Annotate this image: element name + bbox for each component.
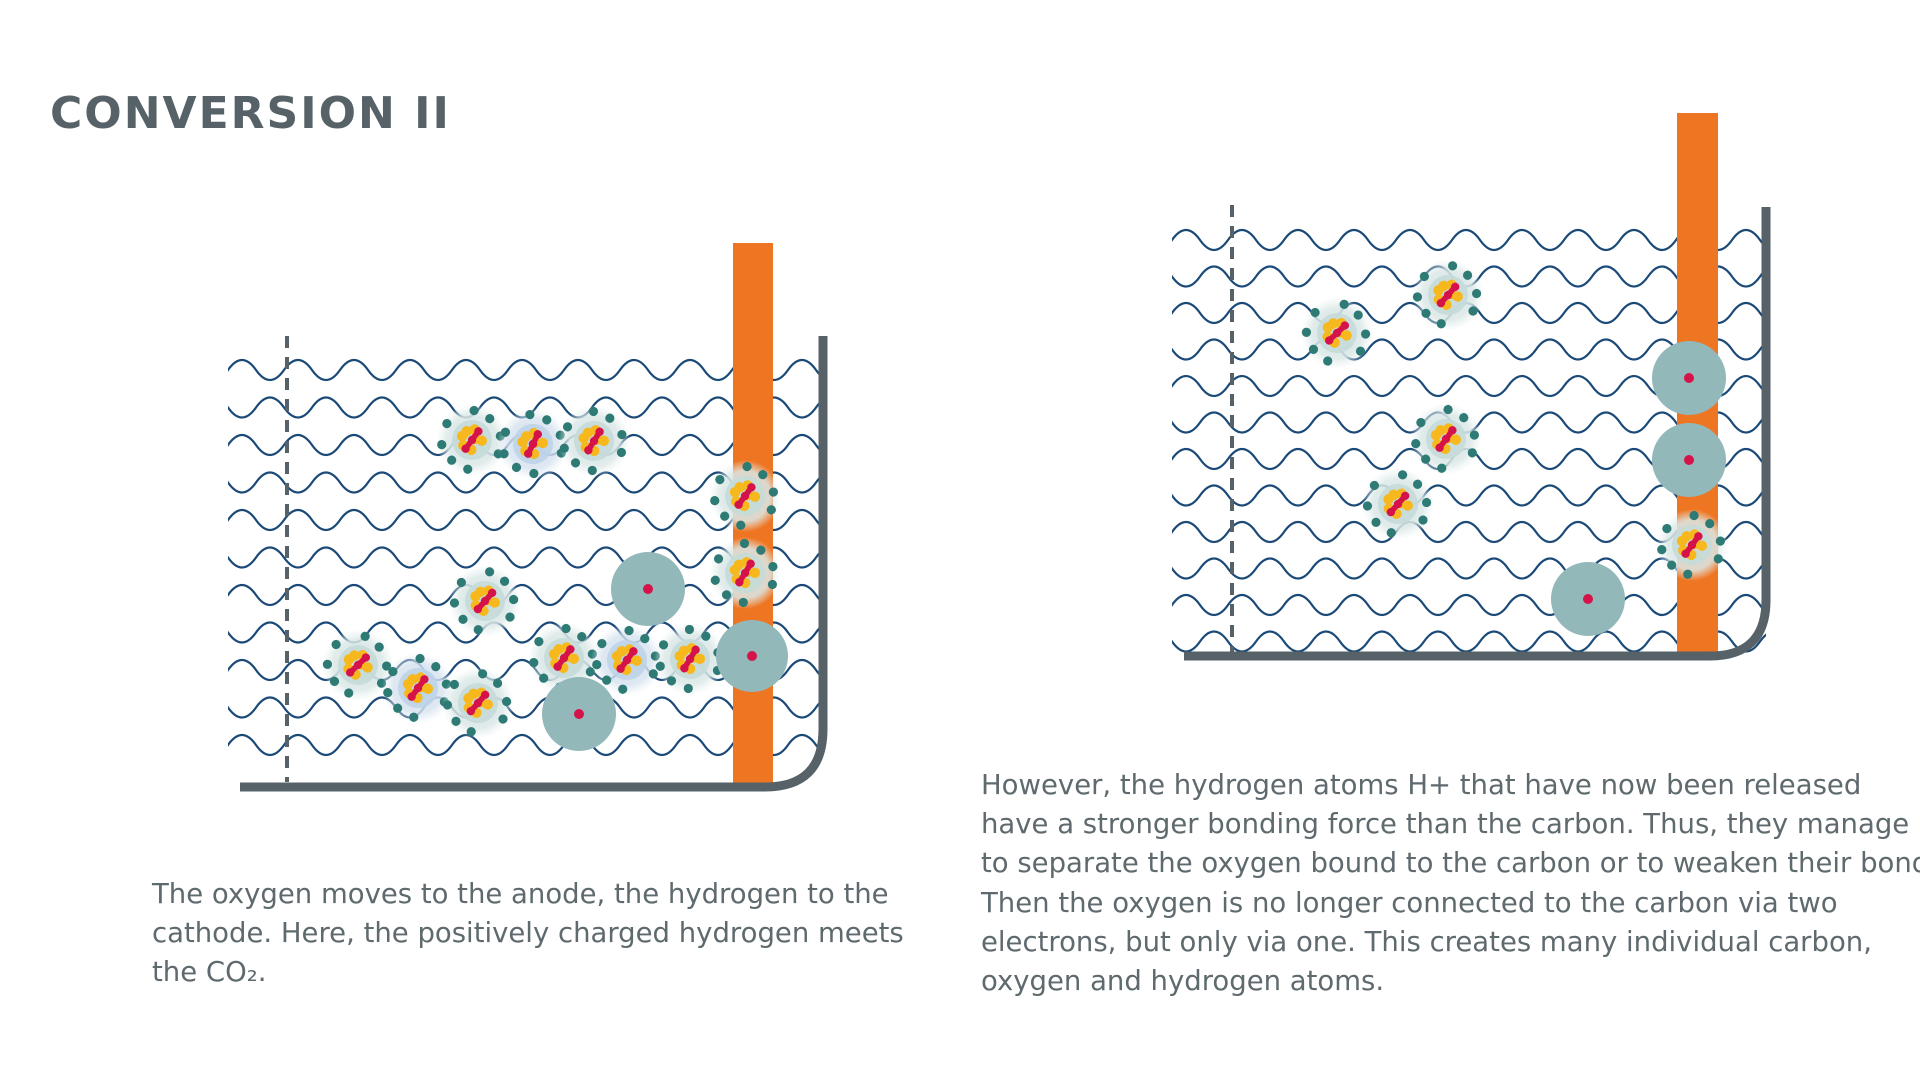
water-wave-line [1116, 522, 1844, 542]
ion-core [1684, 373, 1694, 383]
co2-molecule [1354, 460, 1442, 548]
left-panel-diagram [172, 243, 928, 787]
ion-core [574, 709, 584, 719]
ion-particle [716, 620, 788, 692]
caption-line: electrons, but only via one. This create… [981, 923, 1920, 962]
co2-molecule [1646, 499, 1738, 591]
co2-molecule [1400, 393, 1492, 485]
ion-core [747, 651, 757, 661]
caption-line: have a stronger bonding force than the c… [981, 805, 1920, 844]
water-wave-line [172, 510, 900, 530]
ion-particle [1551, 562, 1625, 636]
ion-core [643, 584, 653, 594]
water-wave-line [172, 735, 900, 755]
ion-particle [1652, 341, 1726, 415]
caption-line: oxygen and hydrogen atoms. [981, 962, 1920, 1001]
caption-line: The oxygen moves to the anode, the hydro… [152, 875, 904, 914]
ion-core [1583, 594, 1593, 604]
water-wave-line [1116, 595, 1844, 615]
co2-molecule [697, 525, 793, 621]
co2-molecule [441, 557, 529, 645]
co2-molecule [546, 393, 642, 489]
caption-right: However, the hydrogen atoms H+ that have… [981, 766, 1920, 1001]
caption-line: the CO₂. [152, 953, 904, 992]
water-waves [1116, 230, 1872, 652]
ion-particle [542, 677, 616, 751]
water-wave-line [1116, 230, 1844, 250]
ion-core [1684, 455, 1694, 465]
ion-particle [611, 552, 685, 626]
water-wave-line [1116, 449, 1844, 469]
water-wave-line [172, 585, 900, 605]
right-panel-diagram [1116, 113, 1872, 656]
caption-line: cathode. Here, the positively charged hy… [152, 914, 904, 953]
caption-left: The oxygen moves to the anode, the hydro… [152, 875, 904, 993]
ion-particle [1652, 423, 1726, 497]
water-wave-line [1116, 376, 1844, 396]
co2-molecule [1404, 251, 1492, 339]
co2-molecule [1295, 291, 1378, 374]
water-wave-line [172, 360, 900, 380]
caption-line: Then the oxygen is no longer connected t… [981, 884, 1920, 923]
caption-line: to separate the oxygen bound to the carb… [981, 844, 1920, 883]
caption-line: However, the hydrogen atoms H+ that have… [981, 766, 1920, 805]
